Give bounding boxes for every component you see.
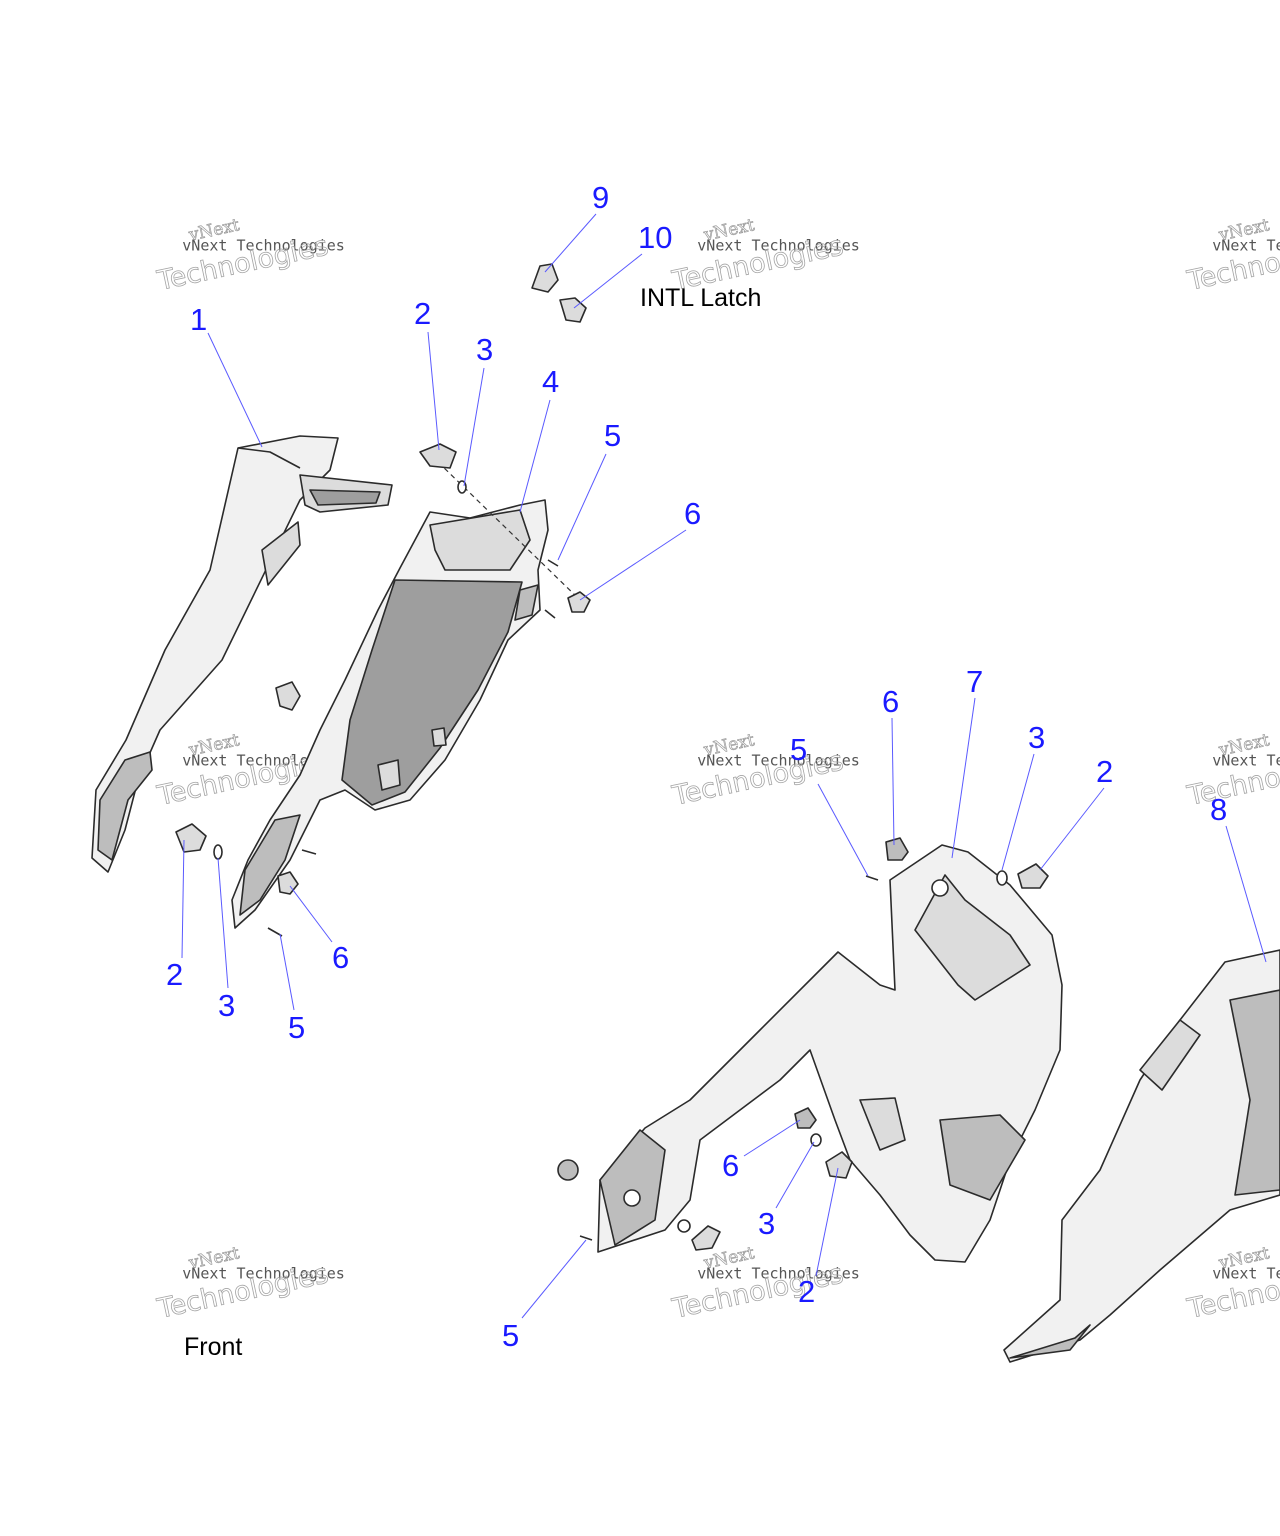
nut-6-center-top: [885, 837, 909, 861]
callout-3: 3: [758, 1206, 775, 1241]
callout-8: 8: [1210, 792, 1227, 827]
assembly-line: [437, 461, 581, 601]
watermark-line: vNext Technologies: [697, 1265, 860, 1283]
watermark-line: vNext Technologies: [697, 237, 860, 255]
callout-6: 6: [332, 940, 349, 975]
part-9-latch: [531, 263, 559, 293]
part-7-panel: [597, 844, 1063, 1263]
leader-lines: [181, 213, 1267, 1319]
watermark: vNext vNext Technologies Technologies: [1184, 730, 1280, 813]
part-8-panel: [1003, 949, 1280, 1363]
callout-1: 1: [190, 302, 207, 337]
washer-left-lower: [677, 1219, 691, 1233]
screw-5-center-top: [865, 875, 879, 881]
front-caption: Front: [184, 1333, 242, 1361]
watermark-line: vNext Technologies: [1212, 237, 1280, 255]
callout-4: 4: [542, 364, 559, 399]
watermark: vNext vNext Technologies Technologies: [1184, 215, 1280, 298]
watermark-line: vNext Technologies: [182, 237, 345, 255]
part-4-inner-panel: [231, 499, 549, 929]
intl-latch-caption: INTL Latch: [640, 284, 761, 312]
fastener-2-center-top: [1017, 863, 1049, 889]
callout-3: 3: [1028, 720, 1045, 755]
callout-3: 3: [218, 988, 235, 1023]
watermark-line: vNext Technologies: [697, 752, 860, 770]
callout-3: 3: [476, 332, 493, 367]
callout-2: 2: [414, 296, 431, 331]
callout-5: 5: [790, 732, 807, 767]
fastener-2-mid: [275, 681, 301, 711]
screw-5-top-b: [544, 609, 556, 619]
hardware-right: [557, 837, 1049, 1251]
nut-left-lower: [557, 1159, 579, 1181]
intl-latch-parts: [531, 263, 587, 323]
nut-6-lower: [277, 871, 299, 895]
callout-7: 7: [966, 664, 983, 699]
fastener-2-lower: [175, 823, 207, 853]
callout-5: 5: [604, 418, 621, 453]
callout-6: 6: [722, 1148, 739, 1183]
part-1-outer-panel: [91, 435, 393, 873]
callout-6: 6: [882, 684, 899, 719]
callout-6: 6: [684, 496, 701, 531]
callout-5: 5: [288, 1010, 305, 1045]
clip-mid: [431, 727, 447, 747]
callouts: 1 2 3 4 5 6 9 10 2 3 5 6 5 6 7 3 2 8 6 3…: [166, 180, 1227, 1353]
nut-6-center-lower: [794, 1107, 817, 1129]
watermark: vNext vNext Technologies Technologies: [154, 1243, 345, 1326]
callout-2: 2: [166, 957, 183, 992]
screw-5-left-lower: [579, 1235, 593, 1241]
watermark-line: vNext Technologies: [1212, 752, 1280, 770]
watermark: vNext vNext Technologies Technologies: [669, 215, 860, 298]
watermark-line: vNext Technologies: [182, 1265, 345, 1283]
screw-5-top-a: [547, 559, 559, 567]
fastener-left-lower: [691, 1225, 721, 1251]
fastener-2-top: [419, 443, 457, 469]
watermark: vNext vNext Technologies Technologies: [669, 730, 860, 813]
callout-5: 5: [502, 1318, 519, 1353]
washer-3-center-top: [996, 870, 1008, 886]
washer-3-lower: [213, 844, 223, 860]
callout-2: 2: [1096, 754, 1113, 789]
callout-9: 9: [592, 180, 609, 215]
callout-2: 2: [798, 1274, 815, 1309]
watermark-line: vNext Technologies: [1212, 1265, 1280, 1283]
callout-10: 10: [638, 220, 672, 255]
watermark: vNext vNext Technologies Technologies: [154, 215, 345, 298]
screw-lower-b: [301, 849, 317, 855]
fastener-2-center-lower: [825, 1151, 853, 1179]
